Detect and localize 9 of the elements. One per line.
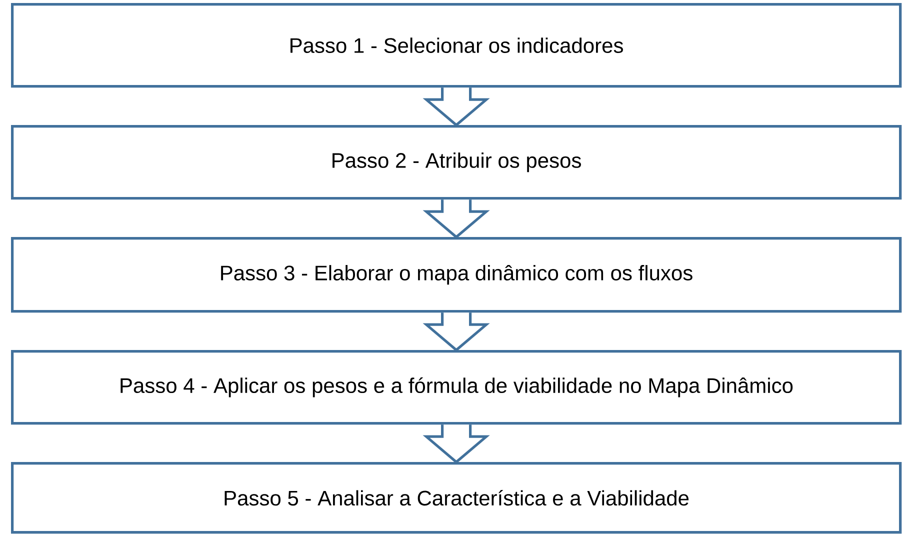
process-box: Passo 3 - Elaborar o mapa dinâmico com os fluxos bbox=[11, 236, 902, 313]
process-box: Passo 4 - Aplicar os pesos e a fórmula de viabilidade no Mapa Dinâmico bbox=[11, 350, 902, 425]
block-arrow bbox=[422, 423, 490, 464]
process-box: Passo 1 - Selecionar os indicadores bbox=[11, 3, 902, 88]
process-box: Passo 5 - Analisar a Característica e a Viabilidade bbox=[11, 462, 902, 534]
process-box: Passo 2 - Atribuir os pesos bbox=[11, 125, 902, 200]
block-arrow bbox=[422, 198, 490, 239]
block-arrow bbox=[422, 311, 490, 352]
block-arrow bbox=[422, 86, 490, 127]
